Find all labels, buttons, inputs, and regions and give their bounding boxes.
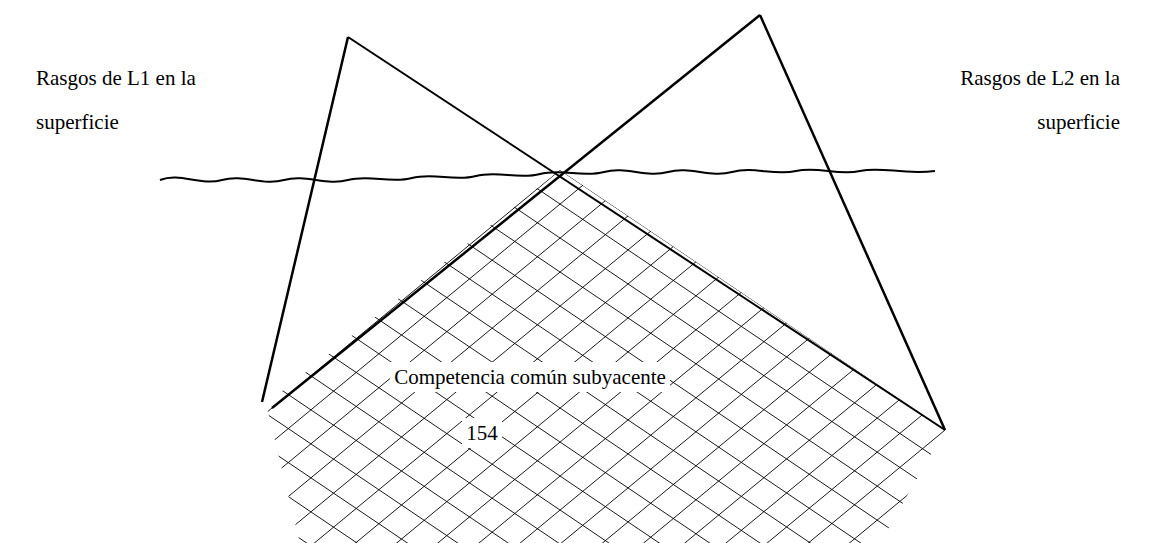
hatch-line <box>100 0 1100 25</box>
hatch-line <box>100 472 1100 543</box>
hatch-line <box>100 0 1100 448</box>
hatch-line <box>100 506 1100 543</box>
hatch-line <box>100 370 1100 543</box>
hatch-line <box>100 0 1100 543</box>
hatch-line <box>100 98 1100 543</box>
hatch-line <box>100 234 1100 543</box>
hatch-line <box>100 0 1100 59</box>
hatch-line <box>100 0 1100 380</box>
hatch-line <box>100 234 1100 543</box>
hatch-line <box>100 0 1100 467</box>
hatch-line <box>100 30 1100 543</box>
hatch-line <box>100 0 1100 543</box>
hatch-line <box>100 0 1100 516</box>
hatch-line <box>100 30 1100 543</box>
hatch-line <box>100 370 1100 543</box>
hatch-line <box>100 0 1100 543</box>
hatch-line <box>100 540 1100 543</box>
hatch-line <box>100 0 1100 399</box>
hatch-line <box>100 0 1100 543</box>
hatch-line <box>100 166 1100 543</box>
hatch-line <box>100 0 1100 297</box>
hatch-line <box>100 0 1100 74</box>
surface-label: Rasgos de L1 en la superficie <box>36 56 236 144</box>
hatch-line <box>100 0 1100 543</box>
hatch-line <box>100 404 1100 543</box>
hatch-line <box>100 336 1100 543</box>
hatch-line <box>100 0 1100 543</box>
hatch-line <box>100 200 1100 543</box>
hatch-line <box>100 0 1100 543</box>
hatch-line <box>100 302 1100 543</box>
hatch-line <box>100 0 1100 229</box>
hatch-line <box>100 302 1100 543</box>
hatch-line <box>100 540 1100 543</box>
hatch-line <box>100 64 1100 543</box>
hatch-line <box>100 0 1100 176</box>
hatch-line <box>100 0 1100 195</box>
hatch-line <box>100 0 1100 210</box>
hatch-line <box>100 0 1100 278</box>
hatch-line <box>100 0 1100 346</box>
hatch-line <box>100 0 1100 244</box>
page-number: 154 <box>462 418 502 448</box>
hatch-line <box>100 98 1100 543</box>
hatch-line <box>100 472 1100 543</box>
hatch-line <box>100 166 1100 543</box>
hatch-line <box>100 0 1100 433</box>
hatch-line <box>100 0 1100 6</box>
hatch-line <box>100 268 1100 543</box>
hatch-line <box>100 0 1100 543</box>
hatch-line <box>100 438 1100 543</box>
hatch-line <box>100 0 1100 543</box>
hatch-line <box>100 0 1100 501</box>
hatch-line <box>100 0 1100 142</box>
hatch-line <box>100 438 1100 543</box>
iceberg-edge <box>760 15 945 430</box>
iceberg-edge <box>272 15 760 408</box>
hatch-line <box>100 0 1100 414</box>
hatch-line <box>100 132 1100 543</box>
hatch-line <box>100 0 1100 543</box>
hatch-line <box>100 506 1100 543</box>
iceberg-edge <box>262 37 348 402</box>
hatch-line <box>100 0 1100 93</box>
hatch-line <box>100 0 1100 331</box>
hatch-line <box>100 64 1100 543</box>
hatch-line <box>100 0 1100 127</box>
hatch-line <box>100 0 1100 543</box>
hatch-line <box>100 0 1100 543</box>
water-line <box>160 169 935 181</box>
hatch-line <box>100 0 1100 535</box>
iceberg-edge <box>348 37 945 430</box>
hatch-line <box>100 0 1100 40</box>
hatch-line <box>100 200 1100 543</box>
hatch-line <box>100 0 1100 543</box>
hatch-line <box>100 0 1100 263</box>
hatch-line <box>100 0 1100 108</box>
hatch-line <box>100 0 1100 161</box>
common-competence-label: Competencia común subyacente <box>390 362 670 392</box>
hatching <box>100 0 1100 543</box>
hatch-line <box>100 336 1100 543</box>
hatch-line <box>100 132 1100 543</box>
hatch-line <box>100 404 1100 543</box>
hatch-line <box>100 268 1100 543</box>
hatch-line <box>100 0 1100 365</box>
surface-label: Rasgos de L2 en la superficie <box>930 56 1120 144</box>
hatch-line <box>100 0 1100 482</box>
